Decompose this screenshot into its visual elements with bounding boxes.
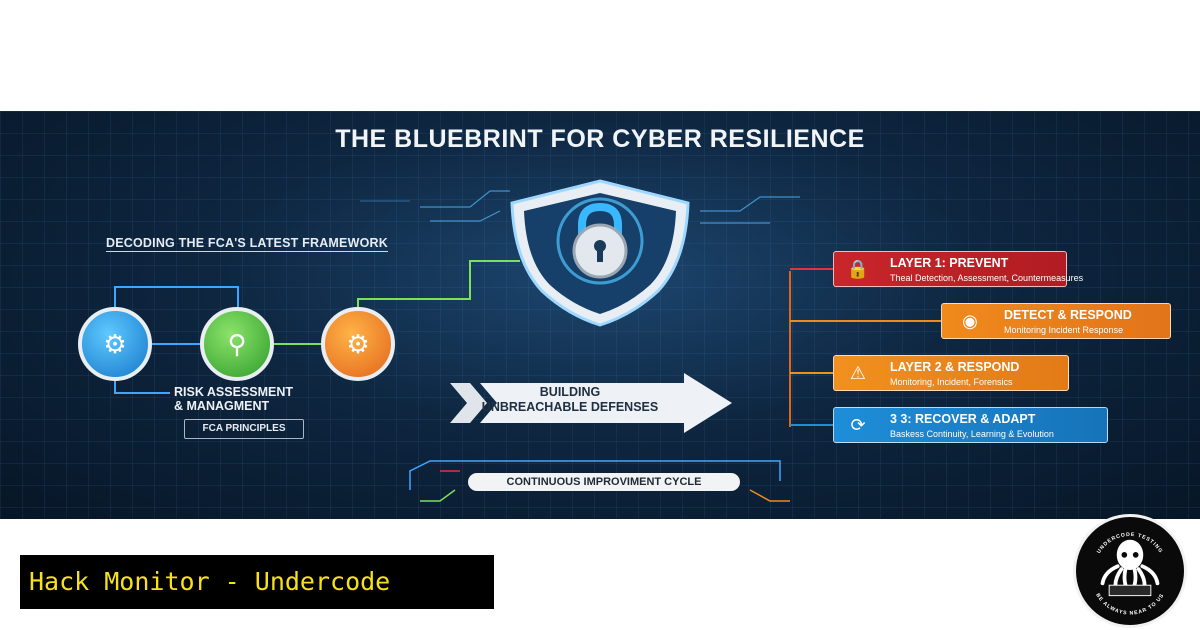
circuit-lines	[114, 179, 941, 502]
fca-principles-box: FCA PRINCIPLES	[184, 419, 304, 439]
eye-icon: ◉	[962, 310, 978, 331]
document-lock-icon: 🔒	[846, 258, 870, 279]
layer-desc: Monitoring Incident Response	[1004, 325, 1124, 335]
layer-recover-card: ⟳ 3 3: RECOVER & ADAPT Baskess Continuit…	[833, 407, 1108, 443]
layer-prevent-card: 🔒 LAYER 1: PREVENT Theal Detection, Asse…	[833, 251, 1083, 287]
shield-lock-icon	[510, 179, 690, 327]
improvement-cycle-pill: CONTINUOUS IMPROVIMENT CYCLE	[468, 473, 740, 491]
gears-icon: ⚙	[321, 307, 395, 381]
magnifier-icon: ⚲	[200, 307, 274, 381]
recovery-icon: ⟳	[850, 414, 866, 435]
logo-graphic: UNDERCODE TESTING BE ALWAYS NEAR TO US	[1094, 532, 1164, 617]
brain-icon: ⚙	[78, 307, 152, 381]
layer-desc: Monitoring, Incident, Forensics	[890, 377, 1013, 387]
layer-desc: Baskess Continuity, Learning & Evolution	[890, 429, 1054, 439]
arrow-label: BUILDING UNBREACHABLE DEFENSES	[470, 385, 670, 415]
arrow-label-line1: BUILDING	[539, 385, 601, 399]
banner-subtitle: DECODING THE FCA'S LATEST FRAMEWORK	[106, 236, 388, 252]
alarm-icon: ⚠	[849, 362, 867, 383]
risk-label-line2: & MANAGMENT	[174, 399, 270, 413]
layer-respond-card: ⚠ LAYER 2 & RESPOND Monitoring, Incident…	[833, 355, 1069, 391]
layer-title: DETECT & RESPOND	[1004, 308, 1132, 322]
arrow-label-line2: UNBREACHABLE DEFENSES	[481, 400, 659, 414]
defense-arrow	[450, 373, 732, 433]
octopus-logo-icon: UNDERCODE TESTING BE ALWAYS NEAR TO US	[1073, 514, 1187, 628]
risk-assessment-label: RISK ASSESSMENT & MANAGMENT	[174, 385, 293, 413]
site-name-banner: Hack Monitor - Undercode	[20, 555, 494, 609]
layer-detect-card: ◉ DETECT & RESPOND Monitoring Incident R…	[941, 303, 1171, 339]
layer-desc: Theal Detection, Assessment, Countermeas…	[890, 273, 1084, 283]
layer-title: LAYER 1: PREVENT	[890, 256, 1009, 270]
layer-title: LAYER 2 & RESPOND	[890, 360, 1020, 374]
risk-label-line1: RISK ASSESSMENT	[174, 385, 294, 399]
layer-title: 3 3: RECOVER & ADAPT	[890, 412, 1036, 426]
infographic-banner: THE BLUEBRINT FOR CYBER RESILIENCE DECOD…	[0, 111, 1200, 519]
banner-title: THE BLUEBRINT FOR CYBER RESILIENCE	[335, 125, 865, 153]
